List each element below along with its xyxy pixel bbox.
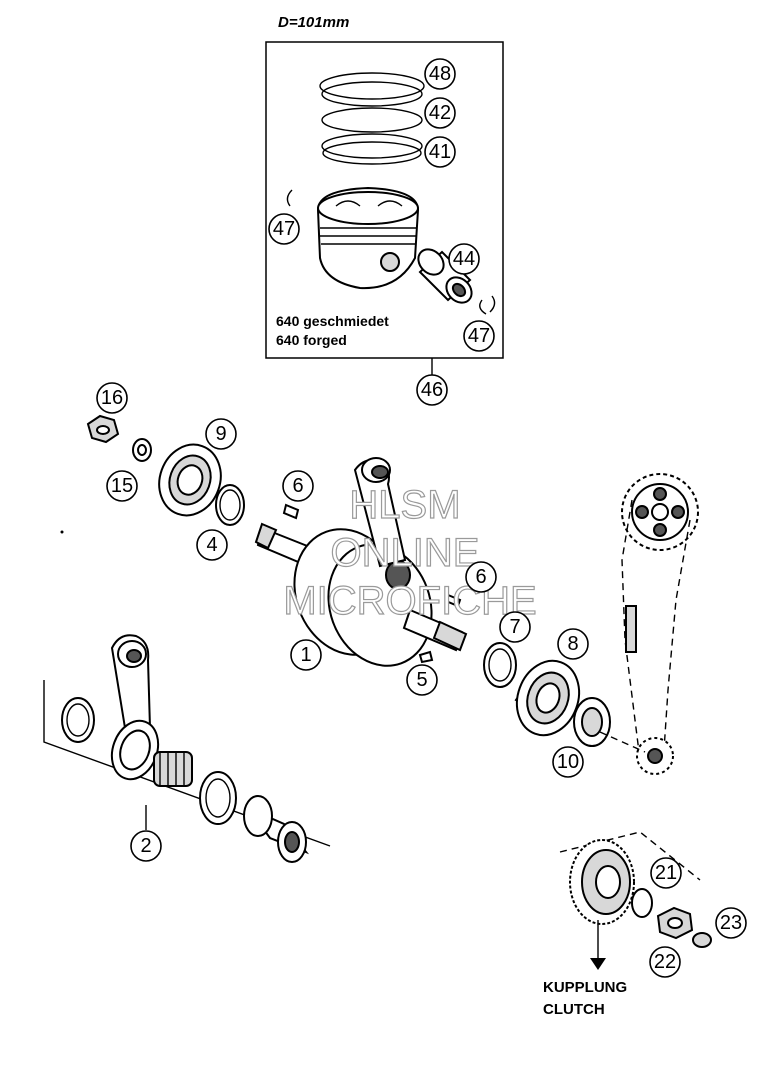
callout-22-label: 22 [654,951,676,973]
bearing-left [158,443,222,517]
callout-16: 16 [96,382,128,414]
crank-pin [243,795,310,863]
callout-15-label: 15 [111,475,133,497]
callout-1: 1 [290,639,322,671]
callout-46: 46 [416,374,448,406]
piston-kit-frame [265,41,504,359]
connecting-rod-kit [43,634,331,863]
rod-kit-bracket [43,680,331,847]
callout-41: 41 [424,136,456,168]
watermark-line1: HLSM [349,483,460,527]
crankshaft-assembly [254,457,468,667]
watermark: HLSM ONLINE MICROFICHE [283,482,538,623]
piston-kit-box: 640 geschmiedet 640 forged [265,41,504,375]
watermark-line2: ONLINE [331,531,480,575]
timing-chain-right-run [663,519,691,751]
callout-6-top-label: 6 [292,475,303,497]
callout-5-label: 5 [416,669,427,691]
callout-46-label: 46 [421,379,443,401]
callout-8: 8 [557,628,589,660]
piston-variant-de: 640 geschmiedet [276,313,389,329]
callout-41-label: 41 [429,141,451,163]
clutch-arrow [590,958,606,970]
piston [316,186,420,290]
callout-4: 4 [196,529,228,561]
callout-47-top: 47 [268,213,300,245]
piston-pin [417,248,473,304]
callout-42-label: 42 [429,102,451,124]
stray-dot [60,530,64,534]
timing-chain-left-run [621,499,641,761]
callout-2-label: 2 [140,835,151,857]
callout-5: 5 [406,664,438,696]
callout-22: 22 [649,946,681,978]
callout-47-bottom-label: 47 [468,325,490,347]
bearing-right [514,659,581,737]
callout-10-label: 10 [557,751,579,773]
circlip-left [286,189,293,207]
primary-small-nut [692,932,712,948]
primary-gear [569,839,635,925]
diameter-label: D=101mm [278,14,349,31]
chain-link-section [625,605,637,653]
watermark-line3: MICROFICHE [283,579,536,623]
camshaft-sprocket [621,473,699,551]
callout-48: 48 [424,58,456,90]
woodruff-key-left [282,503,300,520]
clutch-label-de: KUPPLUNG [543,979,627,996]
lock-washer [631,888,653,918]
clutch-label-en: CLUTCH [543,1001,605,1018]
circlip-right [479,295,496,315]
crank-left-small-parts [86,414,245,526]
crank-right-small-parts [483,642,611,747]
timing-chain-drive [599,473,699,775]
callout-48-label: 48 [429,63,451,85]
piston-variant-en: 640 forged [276,332,347,348]
callout-6-right: 6 [465,561,497,593]
callout-23: 23 [715,907,747,939]
callout-23-label: 23 [720,912,742,934]
callout-10: 10 [552,746,584,778]
callout-16-label: 16 [101,387,123,409]
oil-seal [573,697,611,747]
callout-2: 2 [130,830,162,862]
woodruff-key-right [444,593,462,608]
callout-44: 44 [448,243,480,275]
callout-8-label: 8 [567,633,578,655]
callout-21: 21 [650,857,682,889]
piston-rings [319,72,425,165]
callout-7-label: 7 [509,616,520,638]
callout-6-right-label: 6 [475,566,486,588]
primary-drive-group: KUPPLUNG CLUTCH [543,831,712,1018]
callout-42: 42 [424,97,456,129]
callout-4-label: 4 [206,534,217,556]
woodruff-key-5 [418,650,434,664]
callout-47-top-label: 47 [273,218,295,240]
callout-47-bottom: 47 [463,320,495,352]
callout-21-label: 21 [655,862,677,884]
callout-44-label: 44 [453,248,475,270]
needle-bearing [153,751,193,787]
callout-7: 7 [499,611,531,643]
callout-9-label: 9 [215,423,226,445]
callout-6-top: 6 [282,470,314,502]
callout-1-label: 1 [300,644,311,666]
callout-15: 15 [106,470,138,502]
callout-9: 9 [205,418,237,450]
